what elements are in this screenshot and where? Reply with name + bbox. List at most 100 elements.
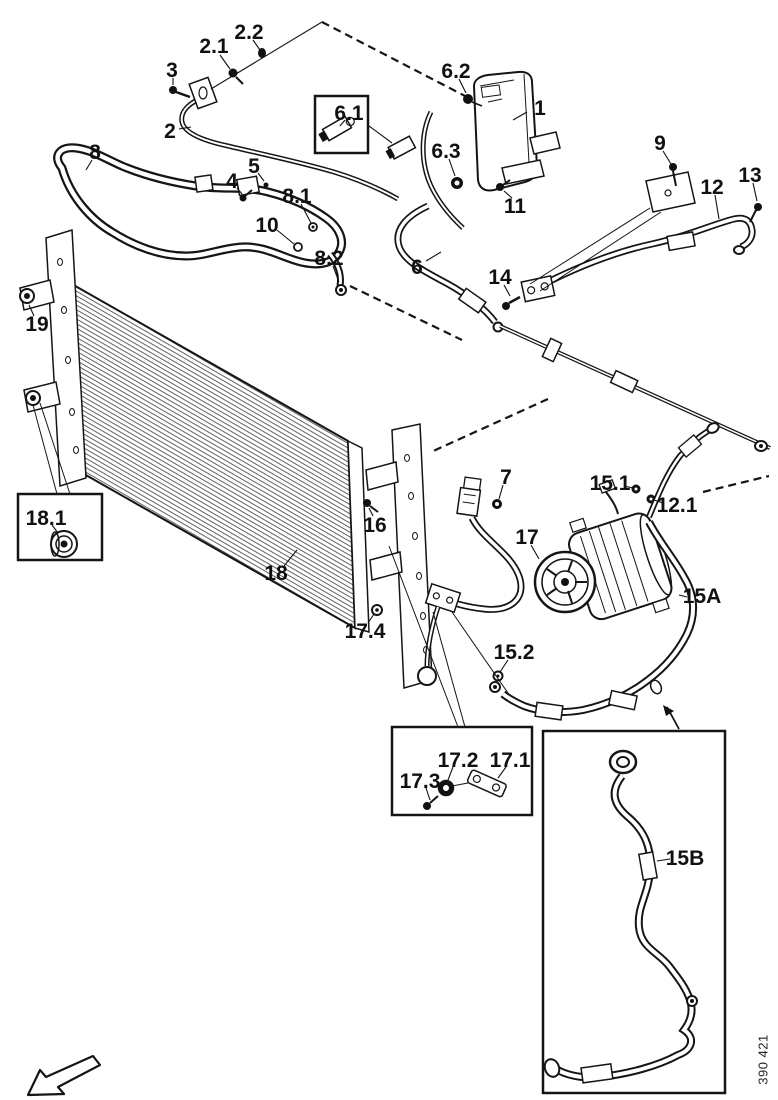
callout-leader-16 <box>368 507 374 517</box>
hose-6 <box>394 202 504 333</box>
callout-leader-10 <box>276 229 295 245</box>
callout-8: 8 <box>89 141 101 164</box>
callout-leader-8 <box>85 159 93 171</box>
condenser-core <box>68 281 357 630</box>
seal-2-2 <box>258 48 266 58</box>
callout-12.1: 12.1 <box>657 494 698 517</box>
callout-15.2: 15.2 <box>494 641 535 664</box>
callout-leader-7 <box>498 484 504 500</box>
pigtail-connector <box>598 479 617 494</box>
callout-17.2: 17.2 <box>438 749 479 772</box>
callout-15B: 15B <box>666 847 705 870</box>
stud-5 <box>263 182 269 188</box>
callout-15A: 15A <box>683 585 722 608</box>
right-mounting-bracket <box>363 423 433 689</box>
callout-4: 4 <box>226 170 238 193</box>
callout-leader-15B <box>656 858 671 862</box>
hose-15a <box>451 520 697 721</box>
drier-inlet-pipe <box>420 110 465 230</box>
bolt-11 <box>496 183 504 191</box>
callout-6: 6 <box>411 256 423 279</box>
nut-13 <box>754 203 762 211</box>
pigtail-wire <box>605 491 619 515</box>
hose-12 <box>502 163 762 310</box>
bolt-9 <box>669 163 677 171</box>
callout-17.4: 17.4 <box>345 620 386 643</box>
callout-19: 19 <box>25 313 48 336</box>
callout-9: 9 <box>654 132 666 155</box>
callout-leader-12.1 <box>653 499 664 504</box>
hose-8 <box>53 143 347 296</box>
callout-leader-15.1 <box>623 485 634 489</box>
callout-leader-15A <box>678 594 688 598</box>
callout-10: 10 <box>255 214 278 237</box>
callout-leader-19 <box>28 304 35 317</box>
pointer-arrowhead <box>663 705 674 716</box>
callout-17: 17 <box>515 526 538 549</box>
callout-leader-17.3 <box>425 787 431 801</box>
callout-13: 13 <box>738 164 761 187</box>
callout-11: 11 <box>504 195 527 218</box>
bolt-3 <box>169 86 177 94</box>
dashed-a <box>349 285 463 341</box>
hose-15b-end-fitting <box>543 1058 561 1078</box>
callout-leader-17.1 <box>497 766 507 779</box>
callout-leader-9 <box>662 150 672 165</box>
condenser-right-tank <box>347 439 370 634</box>
bolt-14 <box>502 302 510 310</box>
switch-7-body <box>456 486 482 517</box>
callout-2.1: 2.1 <box>199 35 229 58</box>
dashed-c <box>430 397 549 454</box>
receiver-drier <box>420 70 561 230</box>
left-mounting-bracket <box>19 229 87 495</box>
drawing-number: 390 421 <box>755 1034 771 1085</box>
direction-arrow <box>26 1054 102 1097</box>
callout-leader-1 <box>512 111 528 121</box>
fitting-10 <box>293 242 303 252</box>
inset-box-6-1 <box>313 94 417 160</box>
callout-15.1: 15.1 <box>590 472 631 495</box>
callout-12: 12 <box>700 176 723 199</box>
bolt-4 <box>239 194 247 202</box>
pipe-clamp <box>541 337 563 363</box>
bolt-16 <box>363 499 371 507</box>
pipe-union <box>609 369 639 394</box>
callout-7: 7 <box>500 466 512 489</box>
callout-layer: 122.12.234566.16.26.3788.18.2910111212.1… <box>25 21 761 870</box>
callout-leader-2 <box>178 126 192 130</box>
callout-leader-14 <box>503 284 511 297</box>
callout-leader-2.2 <box>252 39 261 51</box>
callout-1: 1 <box>534 97 546 120</box>
callout-leader-17.4 <box>367 613 375 624</box>
callout-leader-6 <box>425 251 442 262</box>
callout-5: 5 <box>248 155 260 178</box>
bracket-17-1 <box>466 769 507 798</box>
liquid-pipe <box>349 285 771 494</box>
callout-18.1: 18.1 <box>26 507 67 530</box>
callout-14: 14 <box>488 266 512 289</box>
callout-leader-11 <box>503 190 513 199</box>
condenser <box>59 278 370 634</box>
grommet-18-1-part <box>50 530 78 558</box>
inset-box-18-1 <box>16 492 104 562</box>
callout-6.1: 6.1 <box>334 102 364 125</box>
drier-bracket-lower <box>501 159 545 185</box>
hook-clip <box>649 679 663 695</box>
callout-leader-17.2 <box>447 766 454 781</box>
callout-leader-8.1 <box>300 203 312 224</box>
callout-leader-4 <box>236 187 243 195</box>
callout-18: 18 <box>264 562 288 585</box>
hose-17 <box>417 476 525 686</box>
callout-17.3: 17.3 <box>400 770 441 793</box>
callout-leader-6.1 <box>339 119 346 127</box>
callout-3: 3 <box>166 59 178 82</box>
callout-leader-18.1 <box>51 524 59 534</box>
callout-leader-2.1 <box>219 54 231 70</box>
callout-leader-12 <box>714 194 720 220</box>
sensor-6-2 <box>463 94 473 104</box>
callout-leader-5 <box>257 172 265 182</box>
hose-15b-hook <box>608 749 638 775</box>
pipe-2 <box>169 21 468 202</box>
